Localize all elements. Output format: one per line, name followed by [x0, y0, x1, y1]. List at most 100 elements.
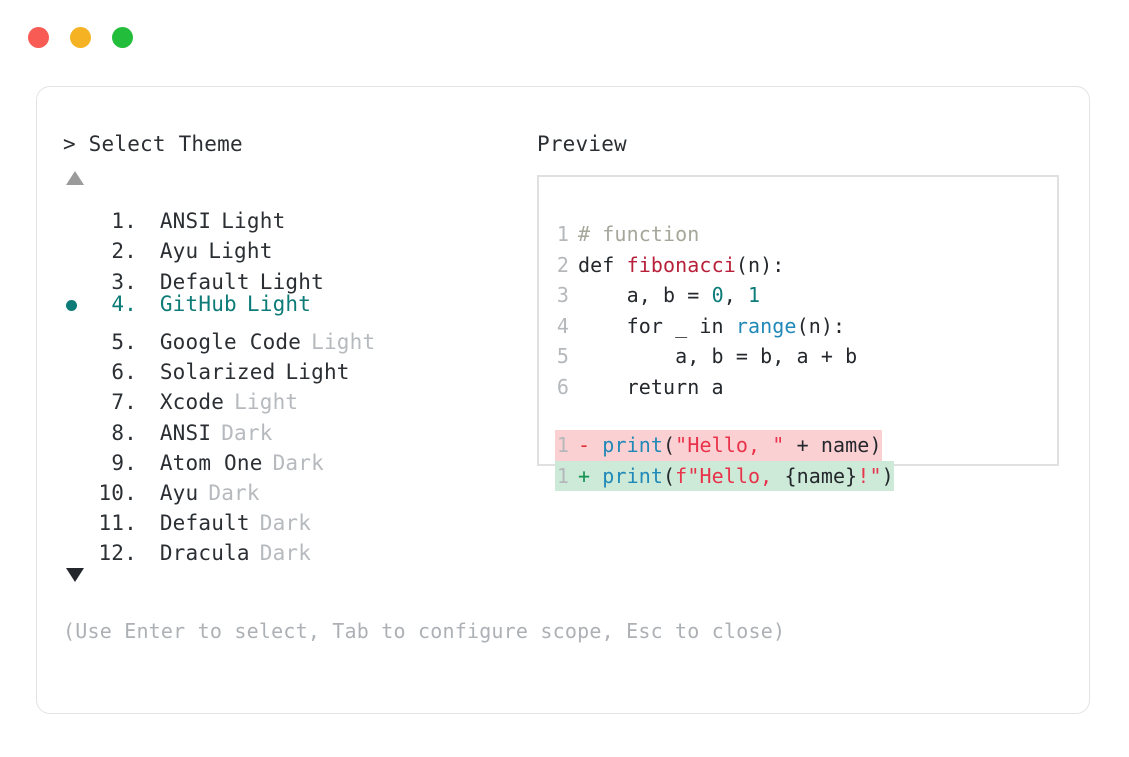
theme-item-spacer: [137, 387, 160, 417]
code-line: 6 return a: [555, 372, 724, 403]
code-token: + name): [784, 433, 882, 457]
code-token: def: [578, 252, 627, 277]
triangle-down-icon[interactable]: [66, 568, 84, 583]
theme-item-spacer: [137, 538, 160, 568]
code-token: (: [663, 463, 676, 488]
theme-item-index: 6.: [111, 360, 137, 385]
code-line: 1 # function: [555, 219, 699, 250]
theme-item-index: 5.: [111, 329, 137, 354]
code-token: "Hello, ": [675, 433, 785, 457]
theme-list-item[interactable]: 2. Ayu Light: [63, 228, 533, 263]
theme-item-name: ANSI: [159, 209, 212, 234]
selection-bullet-cell: [63, 349, 91, 379]
code-token: fibonacci: [626, 252, 736, 277]
code-token: 0: [711, 283, 724, 307]
code-token: for _ in: [578, 313, 736, 338]
code-token: ,: [723, 283, 749, 307]
code-line-number: 3: [556, 283, 569, 307]
theme-item-spacer: [137, 289, 160, 319]
theme-item-spacer: [137, 448, 160, 478]
theme-item-variant: Dark: [259, 511, 312, 536]
selection-bullet-cell: [63, 470, 91, 500]
code-token: 1: [748, 283, 761, 307]
theme-item-index: 9.: [111, 450, 137, 475]
theme-item-name: Google Code: [159, 329, 302, 354]
selection-bullet-cell: [63, 500, 91, 530]
theme-item-index: 4.: [111, 291, 137, 316]
theme-item-variant: Dark: [221, 420, 273, 445]
code-token: return a: [578, 374, 724, 399]
window-titlebar: [28, 27, 133, 48]
selection-bullet-cell: [63, 198, 91, 228]
theme-item-name: Ayu: [159, 239, 199, 264]
minimize-window-icon[interactable]: [70, 27, 91, 48]
triangle-up-icon[interactable]: [66, 171, 84, 185]
theme-item-spacer: [137, 357, 160, 387]
code-line-number: 1: [556, 463, 569, 488]
code-token: (n):: [796, 313, 846, 338]
code-line-number: 1: [556, 433, 569, 457]
theme-item-name: Dracula: [159, 541, 250, 566]
code-token: !": [857, 463, 882, 488]
diff-line-deletion: 1- print("Hello, " + name): [555, 430, 882, 461]
code-line-number: 2: [556, 252, 569, 277]
theme-item-name: Xcode: [159, 390, 225, 415]
theme-item-name: ANSI: [159, 420, 212, 445]
code-token: {name}: [784, 463, 858, 488]
code-line-number: 4: [556, 313, 569, 338]
code-token: # function: [578, 222, 700, 246]
diff-marker: -: [578, 433, 603, 457]
theme-item-variant: Light: [285, 360, 350, 385]
code-line-number: 1: [556, 222, 569, 246]
selection-bullet-cell: [63, 290, 91, 320]
theme-item-spacer: [137, 206, 160, 236]
theme-item-variant: Light: [208, 239, 273, 264]
selection-bullet-cell: [63, 440, 91, 470]
keyboard-hint: (Use Enter to select, Tab to configure s…: [63, 619, 786, 643]
theme-list-item[interactable]: 6. Solarized Light: [63, 349, 533, 384]
selection-bullet-cell: [63, 409, 91, 439]
selection-bullet-cell: [63, 228, 91, 258]
theme-item-spacer: [137, 418, 160, 448]
theme-item-name: Solarized: [159, 360, 276, 385]
code-blank-line: [555, 402, 894, 430]
theme-item-spacer: [137, 478, 160, 508]
theme-item-index: 11.: [98, 511, 137, 536]
theme-item-variant: Light: [246, 291, 312, 316]
theme-item-name: Default: [159, 511, 250, 536]
diff-line-addition: 1+ print(f"Hello, {name}!"): [555, 460, 894, 491]
theme-item-variant: Light: [221, 209, 286, 234]
theme-item-variant: Dark: [259, 541, 312, 566]
theme-item-variant: Light: [259, 269, 324, 294]
selection-bullet-cell: [63, 379, 91, 409]
theme-list-item[interactable]: 11. Default Dark: [63, 500, 533, 535]
code-token: range: [735, 313, 797, 338]
theme-item-index: 7.: [111, 390, 137, 415]
code-token: print: [602, 433, 664, 457]
selection-bullet-cell: [63, 258, 91, 288]
maximize-window-icon[interactable]: [112, 27, 133, 48]
close-window-icon[interactable]: [28, 27, 49, 48]
selection-bullet-cell: [63, 530, 91, 560]
code-token: print: [602, 463, 664, 488]
theme-item-index: 2.: [111, 239, 137, 264]
code-token: a, b = b, a + b: [578, 344, 858, 368]
